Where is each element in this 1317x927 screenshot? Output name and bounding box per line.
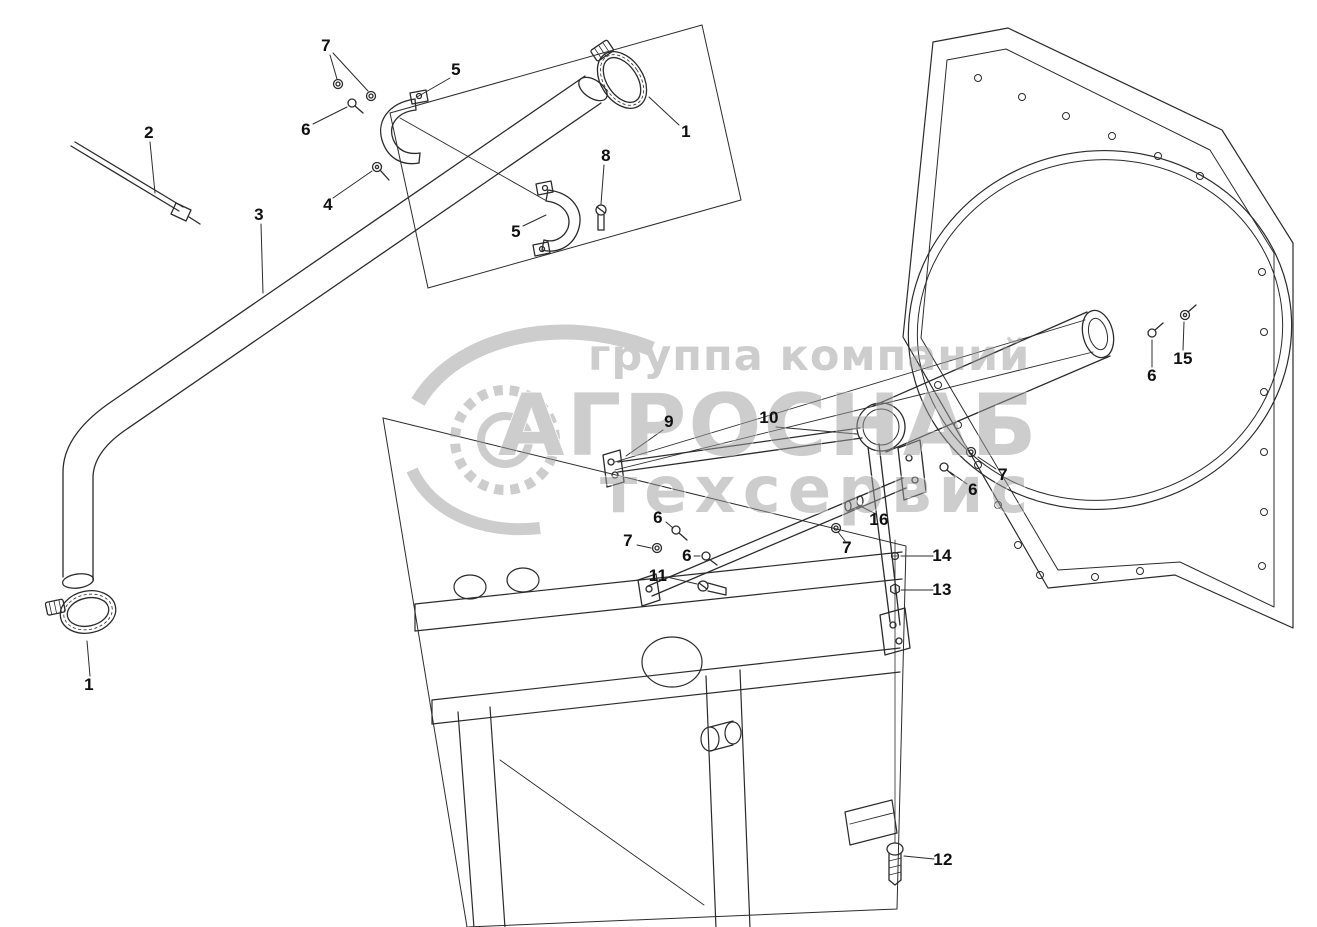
callout-label-7: 7 [998,465,1008,484]
nut-13 [890,583,900,595]
watermark: группа компаний АГРОСНАБ техсервис [406,324,1039,536]
callout-label-13: 13 [932,580,952,599]
bolt-15 [1179,304,1197,321]
bolt-4 [371,161,390,181]
callout-label-7: 7 [623,531,633,550]
washer-7c [651,542,663,554]
pipe [61,75,608,589]
spider-bracket [602,427,911,656]
washer-7b-top [365,90,377,102]
callout-label-8: 8 [601,146,611,165]
hose-clamp-bottom [44,589,117,635]
strap-bracket-upper [380,89,429,165]
hose-assembly [44,39,648,635]
detail-sheets [382,24,907,927]
cable-tie [70,141,201,225]
lower-detail-sheet [382,417,907,927]
chassis-frame [414,551,903,927]
upper-detail-sheet [389,24,742,289]
callout-label-16: 16 [869,510,889,529]
mounting-plate-9 [897,439,927,501]
callout-label-2: 2 [144,123,154,142]
callout-label-6: 6 [1147,366,1157,385]
screw-8 [595,204,607,231]
callout-label-5: 5 [451,60,461,79]
callout-label-15: 15 [1173,349,1193,368]
callout-label-12: 12 [933,850,953,869]
callout-label-10: 10 [759,408,779,427]
watermark-text-1: группа компаний [588,331,1030,381]
watermark-logo [406,324,655,536]
tube-and-bracket [602,304,1197,886]
stud-16 [844,495,864,512]
callout-label-6: 6 [653,508,663,527]
callout-label-7: 7 [842,538,852,557]
panel-bolt-holes [934,74,1268,581]
callout-label-6: 6 [301,120,311,139]
callout-label-5: 5 [511,222,521,241]
screw-11 [697,580,727,596]
watermark-text-3: техсервис [600,454,1035,528]
callout-label-1: 1 [681,122,691,141]
bolt-6d [671,525,688,541]
callout-label-6: 6 [682,546,692,565]
callout-label-7: 7 [321,36,331,55]
callout-label-4: 4 [323,195,333,214]
stub-cylinder [700,720,742,752]
washer-7a [332,78,344,90]
leader-lines [86,52,1185,860]
watermark-text-2: АГРОСНАБ [498,376,1039,476]
callout-label-3: 3 [254,205,264,224]
callout-label-6: 6 [968,480,978,499]
bolt-6b [1147,322,1164,338]
callout-label-1: 1 [84,675,94,694]
washer-7b [965,446,977,458]
callout-label-14: 14 [932,546,952,565]
radiator-panel [902,27,1294,629]
callout-label-9: 9 [664,412,674,431]
tube [856,309,1115,453]
washer-7d [830,522,842,534]
bolt-6a [347,98,364,114]
strap-bracket-lower [532,180,581,257]
callout-label-11: 11 [648,566,668,585]
bolt-6c [939,462,956,478]
hose-clamp-top [590,39,648,109]
bolt-6e [701,551,718,566]
screw-12 [886,842,904,886]
